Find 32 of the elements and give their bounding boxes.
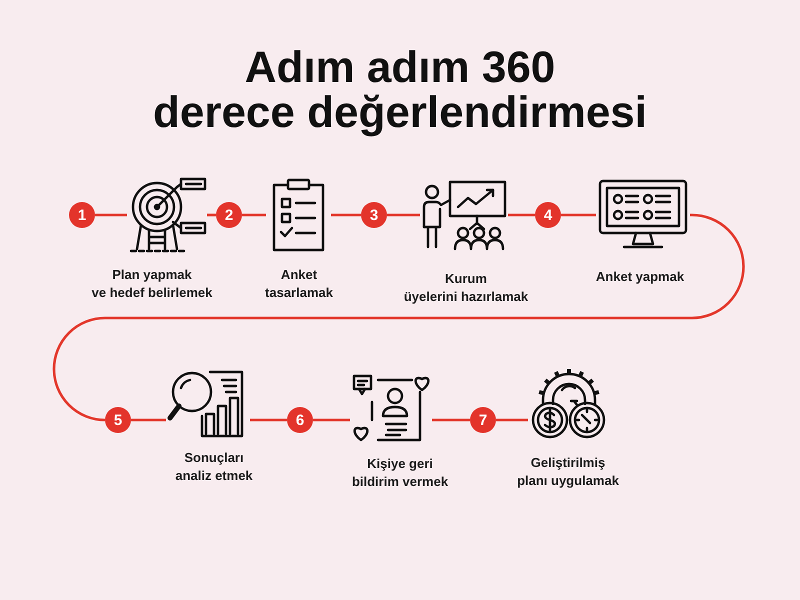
- target-icon: [127, 177, 207, 253]
- step-number: 6: [287, 407, 313, 433]
- step-caption: Sonuçları analiz etmek: [175, 449, 253, 485]
- step-number: 5: [105, 407, 131, 433]
- step-caption: Kişiye geri bildirim vermek: [352, 455, 448, 491]
- connector-line: [496, 418, 528, 422]
- connector-line: [561, 214, 596, 216]
- connector-line: [432, 418, 470, 422]
- monitor-icon: [596, 179, 690, 251]
- connector-line: [131, 418, 166, 422]
- step-caption: Kurum üyelerini hazırlamak: [404, 270, 528, 306]
- presentation-icon: [420, 179, 508, 251]
- step-number: 3: [361, 202, 387, 228]
- connector-line: [52, 214, 745, 422]
- step-number: 2: [216, 202, 242, 228]
- step-caption: Anket tasarlamak: [265, 266, 333, 302]
- step-number: 7: [470, 407, 496, 433]
- connector-line: [313, 418, 350, 422]
- connector-line: [250, 418, 287, 422]
- profile-document-icon: [350, 372, 432, 444]
- step-caption: Geliştirilmiş planı uygulamak: [517, 454, 619, 490]
- step-caption: Anket yapmak: [596, 268, 684, 286]
- connector-line: [242, 214, 266, 216]
- title: Adım adım 360 derece değerlendirmesi: [153, 45, 647, 135]
- step-caption: Plan yapmak ve hedef belirlemek: [92, 266, 212, 302]
- connector-line: [387, 214, 420, 216]
- step-number: 1: [69, 202, 95, 228]
- step-number: 4: [535, 202, 561, 228]
- connector-line: [207, 214, 216, 216]
- connector-line: [95, 214, 127, 216]
- connector-line: [508, 214, 535, 216]
- connector-line: [331, 214, 361, 216]
